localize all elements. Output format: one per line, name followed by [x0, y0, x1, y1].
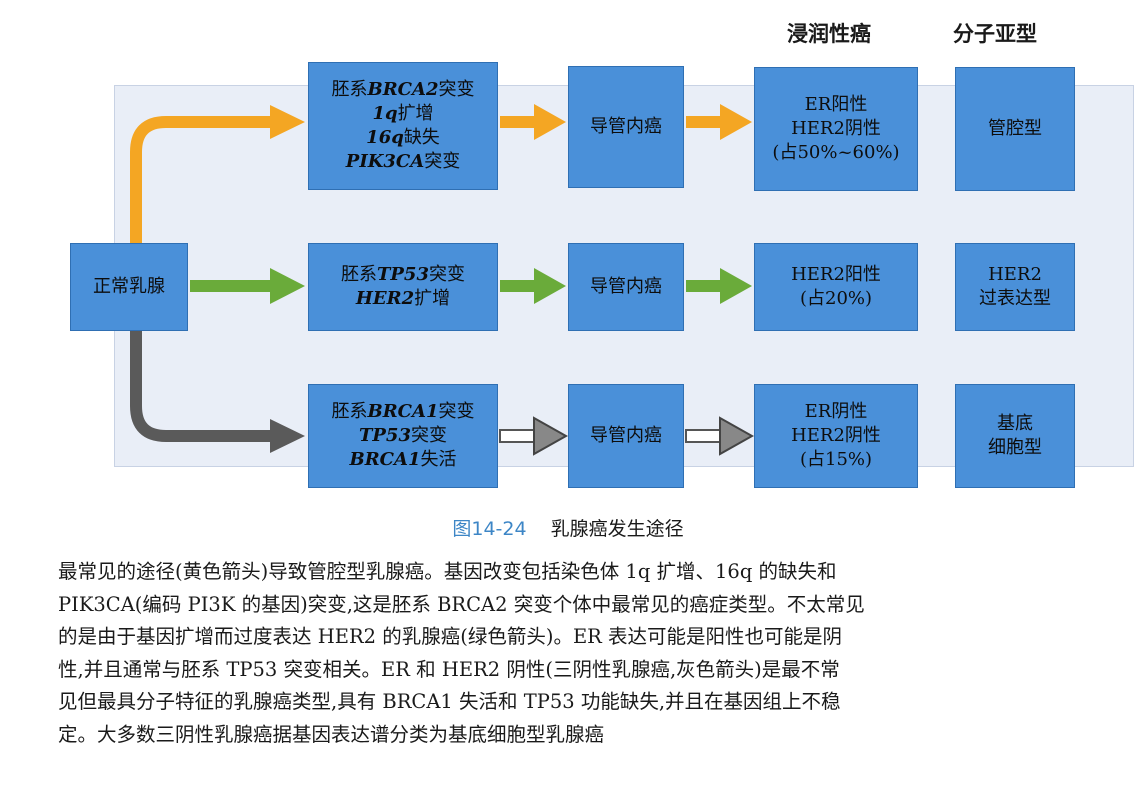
row3-subtype-line-2: 细胞型	[988, 437, 1042, 458]
figure-caption: 图14-24 乳腺癌发生途径	[0, 514, 1136, 541]
paragraph-line-2: PIK3CA(编码 PI3K 的基因)突变,这是胚系 BRCA2 突变个体中最常…	[58, 592, 865, 616]
row3-germline-line-1: 胚系BRCA1突变	[331, 401, 475, 422]
green-arrow-3	[686, 280, 722, 292]
row1-dcis-box: 导管内癌	[568, 66, 684, 188]
gray-arrowhead-1	[270, 419, 305, 453]
figure-title: 乳腺癌发生途径	[550, 518, 684, 540]
paragraph-line-5: 见但最具分子特征的乳腺癌类型,具有 BRCA1 失活和 TP53 功能缺失,并且…	[58, 690, 841, 713]
yellow-arrowhead-2	[534, 104, 566, 140]
row2-invasive-line-2: (占20%)	[799, 288, 873, 309]
row2-dcis-box: 导管内癌	[568, 243, 684, 331]
explanatory-paragraph: 最常见的途径(黄色箭头)导致管腔型乳腺癌。基因改变包括染色体 1q 扩增、16q…	[58, 556, 1108, 751]
green-arrow-1	[190, 280, 272, 292]
gray-arrow-3	[685, 429, 723, 443]
row1-invasive-line-2: HER2阴性	[791, 118, 881, 139]
normal-breast-label: 正常乳腺	[93, 276, 165, 297]
row2-subtype-line-1: HER2	[988, 264, 1042, 285]
green-arrowhead-3	[720, 268, 752, 304]
row3-germline-line-2: TP53突变	[359, 425, 447, 446]
row3-invasive-box: ER阴性 HER2阴性 (占15%)	[754, 384, 918, 488]
yellow-arrow-3	[686, 116, 722, 128]
row2-dcis-label: 导管内癌	[590, 276, 662, 297]
row3-germline-line-3: BRCA1失活	[349, 449, 457, 470]
row2-germline-line-1: 胚系TP53突变	[341, 264, 465, 285]
yellow-arrow-2	[500, 116, 536, 128]
row2-germline-line-2: HER2扩增	[355, 288, 451, 309]
row1-germline-line-3: 16q缺失	[366, 127, 440, 148]
header-invasive: 浸润性癌	[787, 22, 871, 46]
row3-subtype-line-1: 基底	[997, 413, 1033, 434]
normal-breast-box: 正常乳腺	[70, 243, 188, 331]
row3-germline-box: 胚系BRCA1突变 TP53突变 BRCA1失活	[308, 384, 498, 488]
row2-germline-box: 胚系TP53突变 HER2扩增	[308, 243, 498, 331]
paragraph-line-4: 性,并且通常与胚系 TP53 突变相关。ER 和 HER2 阴性(三阴性乳腺癌,…	[58, 657, 840, 681]
row3-dcis-label: 导管内癌	[590, 425, 662, 446]
paragraph-line-3: 的是由于基因扩增而过度表达 HER2 的乳腺癌(绿色箭头)。ER 表达可能是阳性…	[58, 625, 843, 648]
row2-invasive-box: HER2阳性 (占20%)	[754, 243, 918, 331]
gray-arrow-2	[499, 429, 537, 443]
gray-arrow-normal-to-row3	[130, 331, 272, 442]
header-subtype: 分子亚型	[953, 22, 1037, 46]
row1-subtype-line-1: 管腔型	[988, 118, 1042, 139]
row1-dcis-label: 导管内癌	[590, 116, 662, 137]
paragraph-line-6: 定。大多数三阴性乳腺癌据基因表达谱分类为基底细胞型乳腺癌	[58, 722, 605, 746]
gray-arrowhead-3	[719, 416, 755, 456]
row3-invasive-line-3: (占15%)	[799, 449, 873, 470]
row3-subtype-box: 基底 细胞型	[955, 384, 1075, 488]
row1-germline-line-1: 胚系BRCA2突变	[331, 79, 475, 100]
row1-germline-line-2: 1q扩增	[372, 103, 434, 124]
row1-invasive-line-3: (占50%~60%)	[772, 142, 900, 163]
row1-germline-line-4: PIK3CA突变	[345, 151, 461, 172]
figure-number: 图14-24	[452, 518, 527, 540]
gray-arrowhead-2	[533, 416, 569, 456]
row1-germline-box: 胚系BRCA2突变 1q扩增 16q缺失 PIK3CA突变	[308, 62, 498, 190]
green-arrowhead-1	[270, 268, 305, 304]
row2-subtype-line-2: 过表达型	[979, 288, 1051, 309]
row3-dcis-box: 导管内癌	[568, 384, 684, 488]
row1-invasive-line-1: ER阳性	[804, 94, 868, 115]
yellow-arrow-normal-to-row1	[130, 116, 272, 243]
paragraph-line-1: 最常见的途径(黄色箭头)导致管腔型乳腺癌。基因改变包括染色体 1q 扩增、16q…	[58, 560, 837, 583]
green-arrow-2	[500, 280, 536, 292]
row3-invasive-line-1: ER阴性	[804, 401, 868, 422]
row1-subtype-box: 管腔型	[955, 67, 1075, 191]
yellow-arrowhead-1	[270, 105, 305, 139]
row1-invasive-box: ER阳性 HER2阴性 (占50%~60%)	[754, 67, 918, 191]
green-arrowhead-2	[534, 268, 566, 304]
row2-invasive-line-1: HER2阳性	[791, 264, 881, 285]
row2-subtype-box: HER2 过表达型	[955, 243, 1075, 331]
row3-invasive-line-2: HER2阴性	[791, 425, 881, 446]
yellow-arrowhead-3	[720, 104, 752, 140]
